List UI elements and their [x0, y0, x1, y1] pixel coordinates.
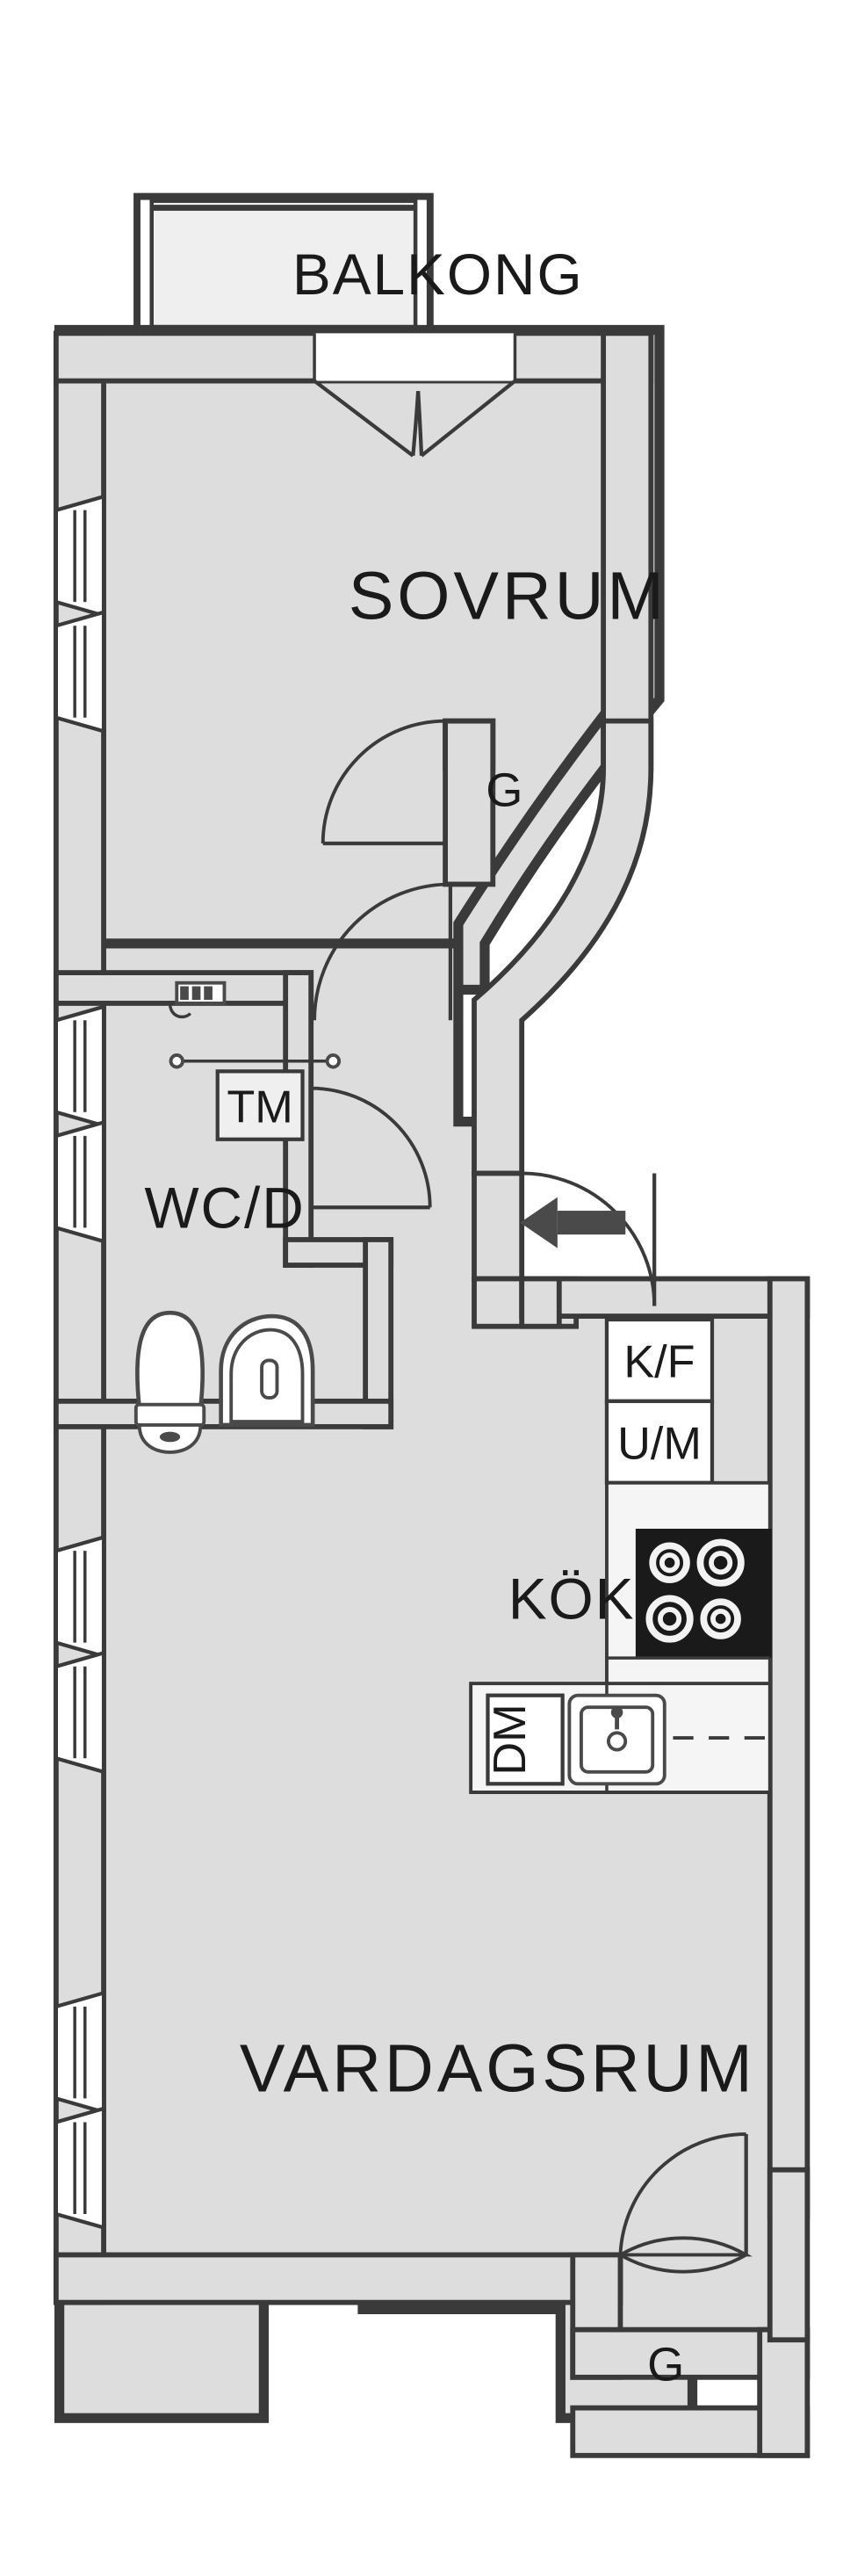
- window-wc-lower: [54, 1119, 106, 1244]
- radiator-symbol: [168, 980, 227, 1019]
- bathroom-sink-fixture: [219, 1313, 315, 1428]
- closet-labels: G G: [486, 763, 685, 2391]
- window-living-4: [54, 2106, 106, 2231]
- wall-bottom-left: [53, 2252, 623, 2305]
- label-wc-d: WC/D: [145, 1175, 306, 1240]
- wall-g2-right: [757, 2326, 811, 2458]
- wall-right-outer: [767, 1276, 811, 2220]
- closet-door-bedroom: [321, 719, 446, 846]
- wall-kitchen-top: [519, 1276, 811, 1319]
- window-wc-upper: [54, 1003, 106, 1129]
- label-um: U/M: [617, 1419, 702, 1470]
- wc-door: [309, 1086, 432, 1210]
- appliance-tm: [215, 1069, 305, 1141]
- label-kf: K/F: [623, 1337, 695, 1388]
- label-closet-bedroom: G: [486, 763, 523, 816]
- balcony-area: [133, 192, 434, 336]
- wall-sovrum-right: [601, 330, 654, 771]
- wc-fixtures: [133, 980, 342, 1454]
- window-bedroom-upper: [54, 494, 106, 619]
- entrance-arrow: [520, 1197, 626, 1248]
- kitchen-sink-fixture: [567, 1693, 666, 1786]
- toilet-fixture: [133, 1310, 206, 1454]
- label-sovrum: SOVRUM: [349, 559, 667, 634]
- window-living-2: [54, 1650, 106, 1775]
- wall-curved-hall: [472, 718, 654, 1176]
- windows-group: [54, 494, 106, 2231]
- stove-cooktop: [635, 1529, 772, 1659]
- label-kok: KÖK: [508, 1567, 636, 1632]
- label-tm: TM: [227, 1082, 292, 1132]
- label-closet-hall: G: [647, 2339, 685, 2391]
- tm-rail: [169, 1053, 342, 1069]
- kitchen-group: [469, 1317, 772, 1794]
- appliance-dm: [486, 1693, 565, 1786]
- cabinet-kf: [604, 1317, 715, 1403]
- window-living-3: [54, 1990, 106, 2115]
- label-balkong: BALKONG: [292, 242, 584, 307]
- balcony-door-group[interactable]: [313, 333, 517, 458]
- wall-hall-left: [472, 1170, 525, 1282]
- label-dm: DM: [485, 1704, 536, 1775]
- label-vardagsrum: VARDAGSRUM: [240, 2031, 756, 2107]
- appliance-labels: TM K/F U/M DM: [227, 1082, 701, 1775]
- wall-right-lower: [767, 2167, 811, 2343]
- bedroom-door: [313, 882, 453, 1021]
- closet-door-hall: [614, 2132, 753, 2274]
- window-living-1: [54, 1534, 106, 1659]
- room-labels: BALKONG SOVRUM WC/D KÖK VARDAGSRUM: [145, 242, 756, 2107]
- window-bedroom-lower: [54, 609, 106, 734]
- wall-kitchen-left-stub: [519, 1276, 562, 1329]
- wall-closet1-left: [443, 718, 496, 887]
